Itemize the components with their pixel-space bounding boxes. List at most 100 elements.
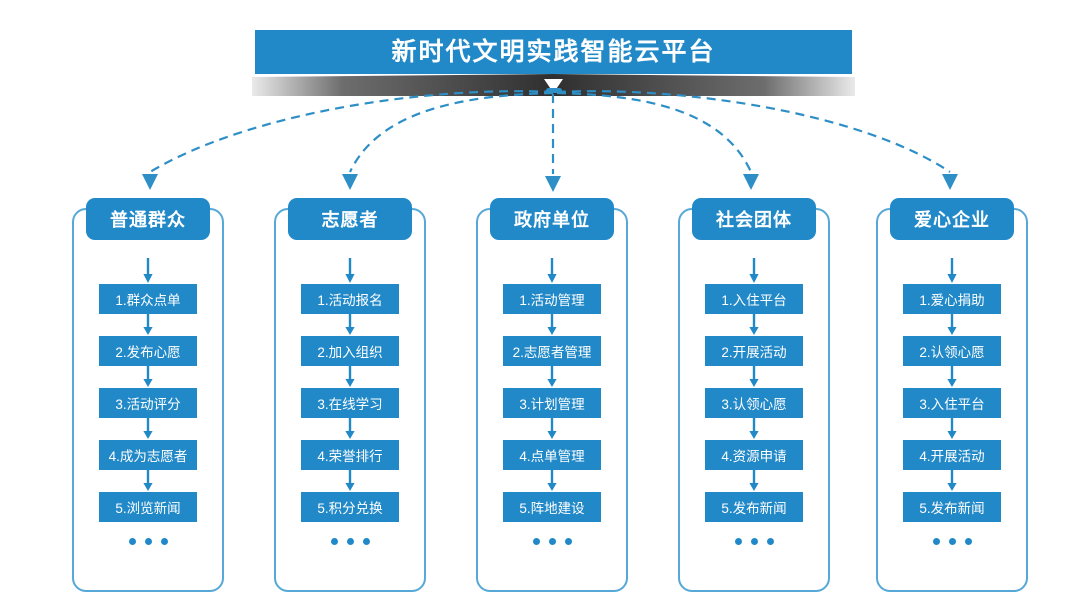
flow-item[interactable]: 5.发布新闻 (903, 492, 1001, 522)
arrow-down-icon (749, 314, 759, 335)
flow-item[interactable]: 3.计划管理 (503, 388, 601, 418)
flow-item[interactable]: 5.浏览新闻 (99, 492, 197, 522)
role-column-header[interactable]: 社会团体 (692, 198, 816, 240)
flow-item[interactable]: 1.群众点单 (99, 284, 197, 314)
role-column-政府单位[interactable]: 政府单位 1.活动管理 2.志愿者管理 3.计划管理 4.点单管理 5.阵地建设 (476, 198, 628, 592)
flow-item[interactable]: 2.加入组织 (301, 336, 399, 366)
flow-item-label: 4.资源申请 (721, 449, 787, 464)
arrow-down-icon (547, 470, 557, 491)
arrow-down-icon (143, 366, 153, 387)
platform-banner: 新时代文明实践智能云平台 (252, 30, 855, 96)
arrow-down-icon (345, 418, 355, 439)
flow-item[interactable]: 1.活动报名 (301, 284, 399, 314)
arrow-down-icon (947, 366, 957, 387)
arrow-down-icon (345, 314, 355, 335)
more-items-ellipsis[interactable] (128, 538, 168, 545)
flow-item[interactable]: 3.活动评分 (99, 388, 197, 418)
role-column-items: 1.入住平台 2.开展活动 3.认领心愿 4.资源申请 5.发布新闻 (680, 258, 828, 545)
flow-item[interactable]: 4.开展活动 (903, 440, 1001, 470)
flow-item[interactable]: 4.资源申请 (705, 440, 803, 470)
flow-item[interactable]: 3.入住平台 (903, 388, 1001, 418)
flow-item[interactable]: 1.活动管理 (503, 284, 601, 314)
flow-item-label: 4.成为志愿者 (108, 449, 188, 464)
role-column-items: 1.群众点单 2.发布心愿 3.活动评分 4.成为志愿者 5.浏览新闻 (74, 258, 222, 545)
arrow-down-icon (143, 470, 153, 491)
ellipsis-dot (964, 538, 972, 545)
arrow-down-icon (947, 258, 957, 283)
flow-item[interactable]: 3.在线学习 (301, 388, 399, 418)
arrow-down-icon (947, 314, 957, 335)
flow-item[interactable]: 5.积分兑换 (301, 492, 399, 522)
role-column-爱心企业[interactable]: 爱心企业 1.爱心捐助 2.认领心愿 3.入住平台 4.开展活动 5.发布新闻 (876, 198, 1028, 592)
arrow-down-icon (749, 418, 759, 439)
arrow-down-icon (345, 258, 355, 283)
flow-item[interactable]: 1.入住平台 (705, 284, 803, 314)
role-column-header-label: 志愿者 (321, 210, 379, 230)
ellipsis-dot (750, 538, 758, 545)
flow-item-label: 5.浏览新闻 (115, 501, 181, 516)
ellipsis-dot (766, 538, 774, 545)
role-column-items: 1.活动报名 2.加入组织 3.在线学习 4.荣誉排行 5.积分兑换 (276, 258, 424, 545)
flow-item-label: 1.入住平台 (721, 293, 787, 308)
flow-item-label: 5.积分兑换 (317, 501, 383, 516)
flow-item[interactable]: 2.发布心愿 (99, 336, 197, 366)
flow-item-label: 2.发布心愿 (115, 345, 181, 360)
platform-banner-bar: 新时代文明实践智能云平台 (255, 30, 852, 74)
flow-item-label: 3.计划管理 (519, 397, 585, 412)
role-column-items: 1.爱心捐助 2.认领心愿 3.入住平台 4.开展活动 5.发布新闻 (878, 258, 1026, 545)
flow-item[interactable]: 3.认领心愿 (705, 388, 803, 418)
more-items-ellipsis[interactable] (532, 538, 572, 545)
flow-item[interactable]: 5.阵地建设 (503, 492, 601, 522)
role-column-header-label: 爱心企业 (914, 210, 990, 230)
flow-item[interactable]: 2.志愿者管理 (503, 336, 601, 366)
arrow-down-icon (143, 258, 153, 283)
ellipsis-dot (346, 538, 354, 545)
role-column-header[interactable]: 爱心企业 (890, 198, 1014, 240)
flow-item-label: 2.开展活动 (721, 345, 787, 360)
role-column-志愿者[interactable]: 志愿者 1.活动报名 2.加入组织 3.在线学习 4.荣誉排行 5.积分兑换 (274, 198, 426, 592)
role-column-社会团体[interactable]: 社会团体 1.入住平台 2.开展活动 3.认领心愿 4.资源申请 5.发布新闻 (678, 198, 830, 592)
role-column-header-label: 普通群众 (110, 210, 186, 230)
role-column-普通群众[interactable]: 普通群众 1.群众点单 2.发布心愿 3.活动评分 4.成为志愿者 5.浏览新闻 (72, 198, 224, 592)
flow-item-label: 2.认领心愿 (919, 345, 985, 360)
role-column-items: 1.活动管理 2.志愿者管理 3.计划管理 4.点单管理 5.阵地建设 (478, 258, 626, 545)
arrow-down-icon (143, 314, 153, 335)
arrow-down-icon (749, 258, 759, 283)
flow-item[interactable]: 4.荣誉排行 (301, 440, 399, 470)
role-column-header-label: 社会团体 (716, 210, 792, 230)
flow-item[interactable]: 2.开展活动 (705, 336, 803, 366)
flow-item[interactable]: 4.成为志愿者 (99, 440, 197, 470)
role-column-header[interactable]: 志愿者 (288, 198, 412, 240)
flow-item[interactable]: 5.发布新闻 (705, 492, 803, 522)
more-items-ellipsis[interactable] (330, 538, 370, 545)
arrow-down-icon (547, 418, 557, 439)
arrow-down-icon (749, 470, 759, 491)
ellipsis-dot (932, 538, 940, 545)
role-column-header[interactable]: 政府单位 (490, 198, 614, 240)
flow-item-label: 1.活动报名 (317, 293, 383, 308)
flow-item-label: 3.入住平台 (919, 397, 985, 412)
ellipsis-dot (548, 538, 556, 545)
flow-item-label: 5.阵地建设 (519, 501, 585, 516)
flow-item-label: 5.发布新闻 (919, 501, 985, 516)
more-items-ellipsis[interactable] (734, 538, 774, 545)
ellipsis-dot (532, 538, 540, 545)
ellipsis-dot (330, 538, 338, 545)
flow-item-label: 3.在线学习 (317, 397, 383, 412)
role-column-header[interactable]: 普通群众 (86, 198, 210, 240)
flow-item[interactable]: 1.爱心捐助 (903, 284, 1001, 314)
arrow-down-icon (547, 314, 557, 335)
flow-item[interactable]: 4.点单管理 (503, 440, 601, 470)
flow-item[interactable]: 2.认领心愿 (903, 336, 1001, 366)
arrow-down-icon (947, 470, 957, 491)
flow-item-label: 3.认领心愿 (721, 397, 787, 412)
flow-item-label: 1.活动管理 (519, 293, 585, 308)
more-items-ellipsis[interactable] (932, 538, 972, 545)
platform-title: 新时代文明实践智能云平台 (391, 38, 716, 66)
arrow-down-icon (345, 470, 355, 491)
ellipsis-dot (128, 538, 136, 545)
ellipsis-dot (948, 538, 956, 545)
flow-item-label: 5.发布新闻 (721, 501, 787, 516)
